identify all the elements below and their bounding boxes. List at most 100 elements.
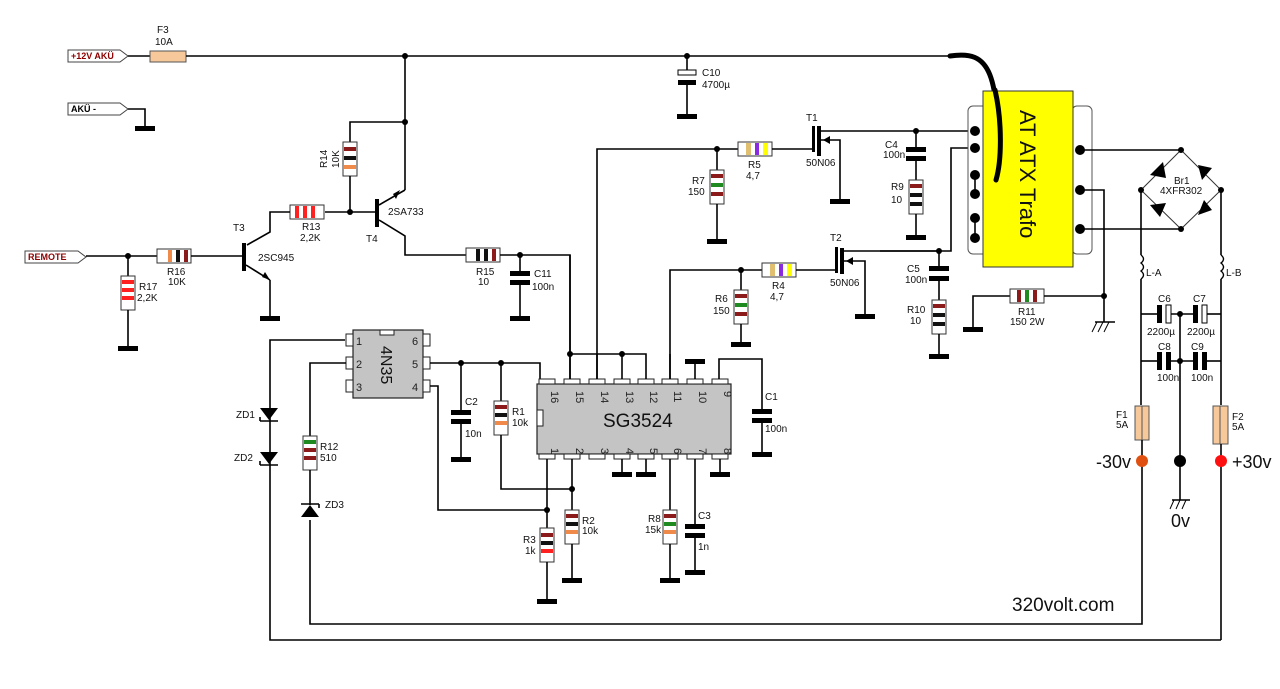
port-aku-minus-label: AKÜ - (71, 104, 96, 114)
C5-value: 100n (905, 275, 927, 286)
LA-ref: L-A (1146, 268, 1162, 279)
inductor-LB: L-B (1219, 190, 1242, 280)
R3-value: 1k (525, 546, 537, 557)
optocoupler-4N35: 1 2 3 6 5 4 4N35 (345, 329, 431, 399)
C7-ref: C7 (1193, 294, 1206, 305)
R16-ref: R16 (167, 267, 186, 278)
4N35-pin: 6 (412, 336, 418, 348)
sg3524-pin-top (613, 378, 631, 385)
R9-value: 10 (891, 195, 903, 206)
sg3524-pin-number: 1 (548, 448, 560, 454)
resistor-R5: R5 4,7 (737, 141, 773, 182)
resistor-R17: R17 2,2K (118, 256, 158, 351)
mosfet-T1: T1 50N06 (806, 113, 876, 204)
C11-ref: C11 (534, 269, 552, 280)
fuse-F1: F1 5A (1116, 405, 1150, 441)
sg3524-pin-number: 12 (647, 391, 659, 403)
R1-value: 10k (512, 418, 529, 429)
F3-ref: F3 (157, 25, 169, 36)
capacitor-C6: C6 2200µ (1147, 294, 1175, 338)
fuse-F3: F3 10A (149, 25, 187, 63)
Br1-ref: Br1 (1174, 176, 1190, 187)
resistor-R2: R2 10k (562, 509, 599, 583)
sg3524-pin-number: 15 (573, 391, 585, 403)
C1-ref: C1 (765, 392, 778, 403)
sg3524-pin-bottom (711, 453, 729, 460)
4N35-pin: 3 (356, 382, 362, 394)
output-pos-label: +30v (1232, 452, 1272, 472)
capacitor-C8: C8 100n (1157, 342, 1179, 384)
capacitor-C3: C3 1n (685, 459, 711, 575)
fuse-F2: F2 5A (1212, 405, 1245, 445)
port-plus12v: +12V AKÜ (67, 49, 129, 63)
C2-ref: C2 (465, 397, 478, 408)
resistor-R4: R4 4,7 (761, 262, 797, 303)
sg3524-pin-number: 7 (696, 448, 708, 454)
sg3524-pin-number: 6 (671, 448, 683, 454)
R14-value: 10K (331, 150, 342, 168)
sg3524-pin-bottom (563, 453, 581, 460)
resistor-R13: R13 2,2K (289, 204, 325, 244)
R5-ref: R5 (748, 160, 761, 171)
sg3524-pin-bottom (588, 453, 606, 460)
output-neg30v: -30v (1096, 452, 1148, 472)
R5-value: 4,7 (746, 171, 760, 182)
ground-icon (135, 126, 155, 131)
output-neg-label: -30v (1096, 452, 1131, 472)
inductor-LA: L-A (1139, 190, 1162, 280)
C6-ref: C6 (1158, 294, 1171, 305)
R17-value: 2,2K (137, 293, 158, 304)
R3-ref: R3 (523, 535, 536, 546)
C10-ref: C10 (702, 68, 721, 79)
R4-value: 4,7 (770, 292, 784, 303)
R12-value: 510 (320, 453, 337, 464)
R12-ref: R12 (320, 442, 339, 453)
4N35-pin: 1 (356, 336, 362, 348)
R9-ref: R9 (891, 182, 904, 193)
sg3524-pin-number: 8 (721, 448, 733, 454)
sg3524-pin-number: 16 (548, 391, 560, 403)
T1-ref: T1 (806, 113, 818, 124)
R8-ref: R8 (648, 514, 661, 525)
R16-value: 10K (168, 277, 186, 288)
sg3524-pin-number: 11 (671, 391, 683, 402)
mosfet-T2: T2 50N06 (830, 233, 880, 319)
4N35-pin: 4 (412, 382, 418, 394)
port-remote-label: REMOTE (28, 252, 67, 262)
R2-ref: R2 (582, 516, 595, 527)
F2-value: 5A (1232, 422, 1245, 433)
resistor-R8: R8 15k (645, 459, 680, 583)
resistor-R9: R9 10 (891, 179, 926, 240)
C4-ref: C4 (885, 140, 898, 151)
transistor-T3: T3 2SC945 (233, 223, 295, 321)
sg3524-pin-number: 5 (647, 448, 659, 454)
T1-value: 50N06 (806, 158, 836, 169)
F1-ref: F1 (1116, 410, 1128, 421)
T2-ref: T2 (830, 233, 842, 244)
sg3524-pin-number: 9 (721, 391, 733, 397)
capacitor-C9: C9 100n (1191, 342, 1213, 384)
sg3524-pin-number: 10 (696, 391, 708, 403)
sg3524-pin-top (563, 378, 581, 385)
resistor-R3: R3 1k (523, 527, 557, 604)
LB-ref: L-B (1226, 268, 1242, 279)
capacitor-C4: C4 100n (883, 131, 926, 180)
R13-ref: R13 (302, 222, 321, 233)
sg3524-pin-top (711, 378, 729, 385)
output-pos30v: +30v (1215, 452, 1272, 472)
zener-ZD2: ZD2 (234, 452, 278, 466)
transformer-label: AT ATX Trafo (1015, 110, 1040, 238)
R6-value: 150 (713, 306, 730, 317)
R6-ref: R6 (715, 294, 728, 305)
sg3524-pin-top (538, 378, 556, 385)
sg3524-pin-top (637, 378, 655, 385)
F2-ref: F2 (1232, 412, 1244, 423)
C10-value: 4700µ (702, 80, 730, 91)
resistor-R1: R1 10k (493, 363, 572, 490)
F3-value: 10A (155, 37, 173, 48)
C8-ref: C8 (1158, 342, 1171, 353)
C2-value: 10n (465, 429, 482, 440)
C7-value: 2200µ (1187, 327, 1215, 338)
capacitor-C1: C1 100n (752, 392, 787, 457)
